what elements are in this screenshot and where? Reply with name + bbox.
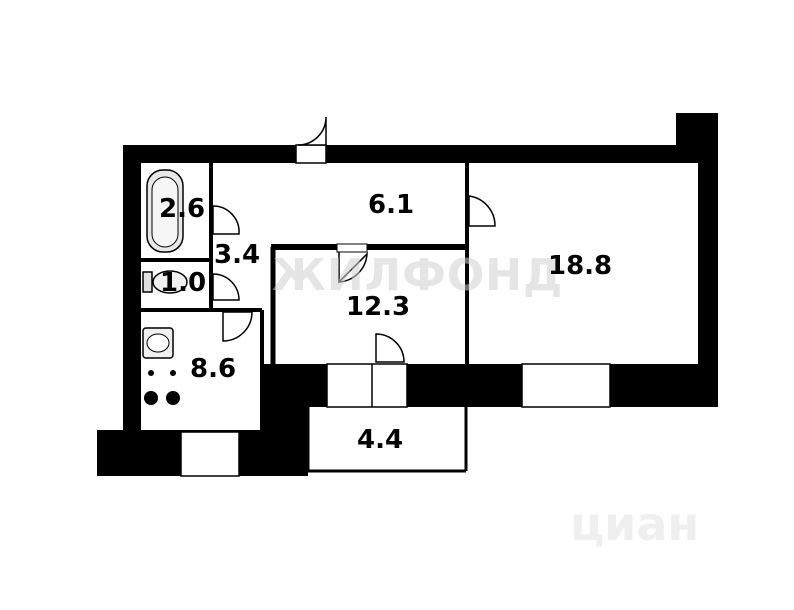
watermark-cian: циан — [570, 497, 699, 551]
area-balcony: 4.4 — [357, 425, 403, 455]
interior-walls — [141, 163, 469, 473]
wall-right — [698, 145, 718, 407]
area-bathroom: 2.6 — [159, 194, 205, 224]
middle-room-fill — [275, 252, 465, 364]
area-kitchen: 8.6 — [190, 354, 236, 384]
door-toilet — [212, 273, 240, 301]
balcony-fill — [308, 407, 466, 471]
area-middle-room: 12.3 — [346, 292, 410, 322]
door-middle-room — [338, 252, 368, 284]
large-room-fill — [470, 163, 698, 364]
wall-left — [123, 145, 141, 437]
windows — [180, 144, 611, 477]
corridor-door-gap — [336, 243, 368, 253]
window-bottom-left — [326, 363, 408, 408]
sink-icon — [142, 327, 174, 359]
door-large-room — [468, 195, 496, 227]
area-large-room: 18.8 — [548, 251, 612, 281]
stove-icon — [141, 362, 185, 410]
area-corridor: 6.1 — [368, 190, 414, 220]
door-kitchen — [222, 311, 253, 342]
wall-balcony-pillar — [258, 364, 308, 476]
corridor-fill — [215, 163, 465, 247]
window-kitchen — [180, 431, 240, 477]
watermark-logo: ЖИЛФОНД — [272, 250, 563, 301]
bathtub-icon — [146, 169, 184, 253]
door-bathroom — [212, 205, 240, 235]
door-balcony — [375, 333, 405, 363]
wall-top — [123, 145, 718, 163]
entrance-opening — [295, 144, 327, 164]
fixtures — [141, 169, 188, 410]
door-entrance — [297, 116, 327, 146]
doors — [212, 116, 496, 363]
window-large-room — [521, 363, 611, 408]
area-hall: 3.4 — [214, 240, 260, 270]
room-fills — [141, 163, 698, 471]
area-toilet: 1.0 — [160, 268, 206, 298]
toilet-icon — [142, 270, 188, 294]
